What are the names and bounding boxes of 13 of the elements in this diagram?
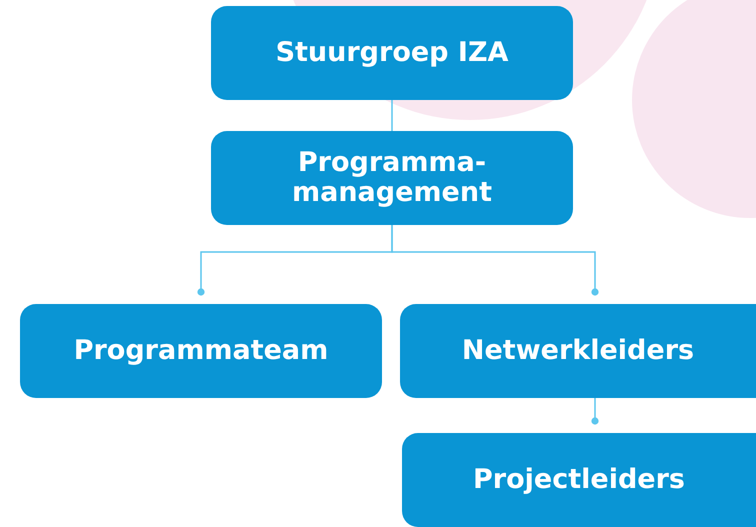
org-box xyxy=(211,6,573,100)
org-box xyxy=(400,304,756,398)
box-label: Programmateam xyxy=(74,336,328,366)
box-label: Stuurgroep IZA xyxy=(276,38,508,68)
org-box xyxy=(211,131,573,225)
box-label: Projectleiders xyxy=(473,465,685,495)
org-box xyxy=(20,304,382,398)
connector-line xyxy=(391,225,599,296)
box-label: Netwerkleiders xyxy=(462,336,694,366)
connector-line xyxy=(391,100,393,131)
org-box xyxy=(402,433,756,527)
box-label: Programma- management xyxy=(290,148,493,208)
connector-line xyxy=(591,398,599,425)
